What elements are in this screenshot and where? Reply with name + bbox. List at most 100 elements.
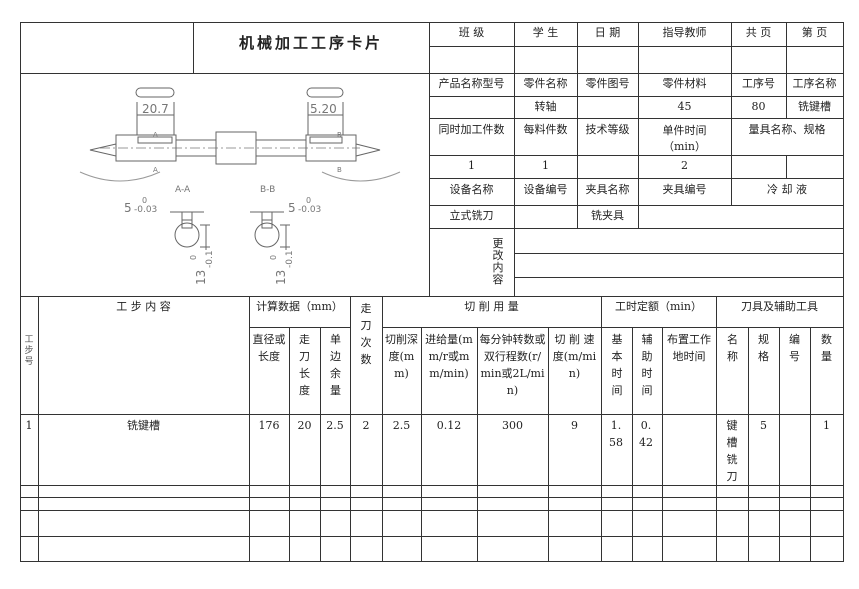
rule	[638, 22, 639, 228]
svg-text:A: A	[153, 166, 158, 174]
rule	[429, 96, 843, 97]
rule	[20, 296, 843, 297]
rule	[20, 497, 843, 498]
svg-text:B: B	[337, 131, 342, 139]
op-no-label: 工序号	[742, 77, 775, 90]
rule	[20, 414, 843, 415]
part-name-value: 转轴	[534, 100, 557, 113]
rpm-value: 300	[502, 419, 523, 432]
dim-right-top: 5.20	[310, 102, 337, 116]
svg-text:5: 5	[288, 201, 296, 215]
rule	[429, 155, 843, 156]
op-name-value: 铣键槽	[798, 100, 831, 113]
rule	[429, 118, 843, 119]
depth-label: 切削深度(mm)	[385, 333, 418, 380]
section-a-title: A-A	[175, 185, 191, 195]
speed-value: 9	[571, 419, 578, 432]
rule	[514, 253, 843, 254]
svg-text:-0.1: -0.1	[205, 250, 215, 268]
date-label: 日 期	[594, 26, 621, 39]
rule	[779, 327, 780, 561]
fixture-no-label: 夹具编号	[662, 183, 707, 196]
rule	[382, 327, 843, 328]
equipment-label: 设备名称	[449, 183, 494, 196]
per-blank-label: 每料件数	[523, 123, 568, 136]
svg-text:B: B	[337, 166, 342, 174]
rule	[350, 296, 351, 561]
material-value: 45	[677, 100, 692, 113]
svg-text:0: 0	[306, 196, 311, 205]
rule	[20, 485, 843, 486]
slot-right-top	[306, 87, 344, 98]
feed-label: 进给量(mm/r或mm/min)	[425, 333, 473, 380]
rule	[38, 296, 39, 561]
rule	[249, 296, 250, 561]
skill-level-label: 技术等级	[585, 123, 630, 136]
rule	[20, 22, 843, 23]
rule	[429, 205, 843, 206]
rule	[193, 22, 194, 73]
step-no-label: 工步号	[24, 335, 34, 367]
tool-name-label: 名称	[727, 333, 738, 363]
instructor-label: 指导教师	[662, 26, 707, 39]
drawing-no-label: 零件图号	[585, 77, 630, 90]
gauge-label: 量具名称、规格	[748, 123, 826, 136]
rule	[662, 327, 663, 561]
passes-label: 走刀次数	[360, 302, 372, 366]
unit-time-value: 2	[681, 159, 688, 172]
rule	[20, 536, 843, 537]
passes-value: 2	[362, 419, 370, 432]
pass-length-label: 走刀长度	[299, 333, 310, 397]
rule	[632, 327, 633, 561]
student-label: 学 生	[532, 26, 559, 39]
equipment-no-label: 设备编号	[523, 183, 568, 196]
aux-time-label: 辅助时间	[641, 333, 653, 397]
fixture-name-label: 夹具名称	[585, 183, 630, 196]
rule	[748, 327, 749, 561]
svg-text:13: 13	[274, 270, 288, 285]
rule	[514, 228, 515, 296]
fixture-name-value: 铣夹具	[591, 209, 624, 222]
rule	[514, 277, 843, 278]
rule	[786, 155, 787, 178]
rule	[289, 327, 290, 561]
rule	[601, 296, 602, 561]
simultaneous-value: 1	[468, 159, 475, 172]
svg-text:-0.03: -0.03	[298, 205, 321, 215]
part-name-label: 零件名称	[523, 77, 568, 90]
unit-time-label: 单件时间 （min）	[662, 124, 707, 153]
section-b-title: B-B	[260, 185, 275, 195]
per-blank-value: 1	[542, 159, 549, 172]
setup-time-label: 布置工作地时间	[667, 333, 711, 363]
aux-time-value: 0.42	[639, 419, 653, 449]
tool-spec-label: 规格	[758, 333, 769, 363]
allowance-value: 2.5	[326, 419, 344, 432]
rule	[429, 22, 430, 296]
cutting-label: 切 削 用 量	[464, 300, 519, 313]
allowance-label: 单边余量	[330, 333, 341, 397]
pass-length-value: 20	[297, 419, 312, 432]
slot-left-top	[135, 87, 175, 98]
rule	[20, 510, 843, 511]
op-no-value: 80	[751, 100, 766, 113]
card-title: 机械加工工序卡片	[238, 34, 383, 52]
rule	[731, 22, 732, 205]
rule	[429, 73, 843, 74]
simultaneous-label: 同时加工件数	[438, 123, 505, 136]
tools-label: 刀具及辅助工具	[741, 300, 818, 313]
rule	[20, 22, 21, 562]
svg-text:-0.1: -0.1	[285, 250, 295, 268]
rule	[429, 46, 843, 47]
tool-qty-label: 数量	[821, 333, 832, 363]
svg-text:-0.03: -0.03	[134, 205, 157, 215]
coolant-label: 冷 却 液	[767, 183, 807, 196]
time-quota-label: 工时定额（min）	[614, 300, 703, 313]
tool-spec-value: 5	[760, 419, 767, 432]
rule	[249, 327, 350, 328]
basic-time-label: 基本时间	[611, 333, 623, 397]
part-drawing: 20.7 5.20 A A B B A-A B-B 5 0 -0.03 5 0 …	[79, 87, 401, 285]
rule	[577, 22, 578, 228]
rule	[786, 22, 787, 118]
feed-value: 0.12	[436, 419, 462, 432]
equipment-value: 立式铣刀	[449, 209, 494, 222]
